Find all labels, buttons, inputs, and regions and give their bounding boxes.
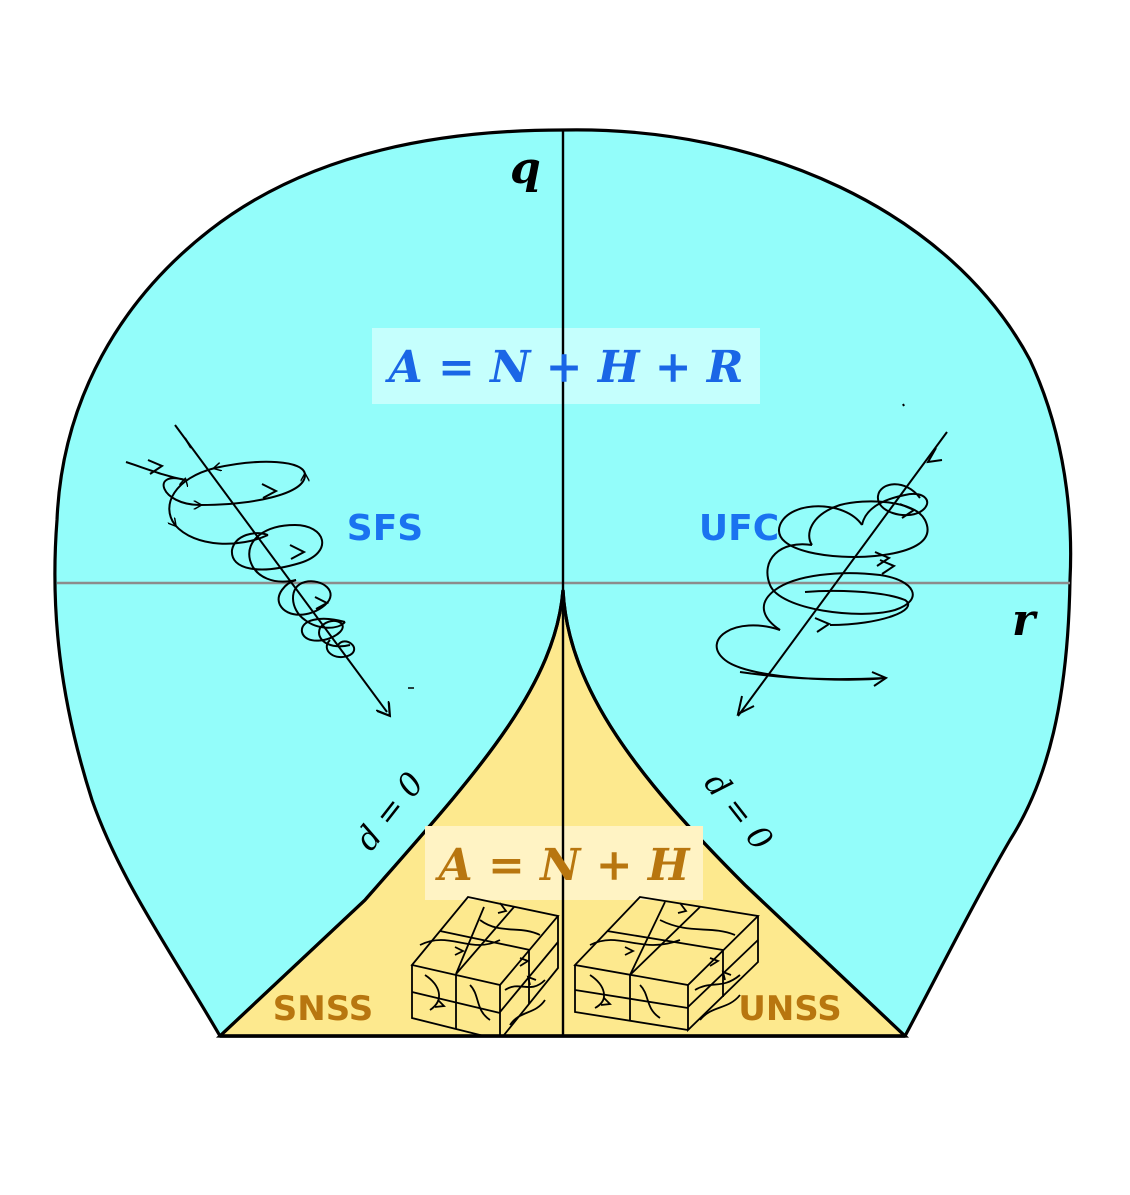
q-axis-label: q: [510, 143, 541, 194]
inner-formula: A = N + H: [435, 840, 691, 891]
unss-label: UNSS: [738, 989, 842, 1029]
sfs-label: SFS: [347, 508, 423, 549]
left-cube-icon: [410, 896, 560, 1036]
right-cube-icon: [573, 896, 760, 1033]
ufc-label: UFC: [699, 508, 779, 549]
left-orbit-icon: [125, 424, 387, 712]
cusp-boundary: [218, 589, 907, 1038]
snss-label: SNSS: [273, 989, 373, 1029]
outer-formula: A = N + H + R: [384, 342, 743, 393]
r-axis-label: r: [1012, 595, 1038, 646]
outer-formula-box: [372, 328, 760, 404]
right-orbit-icon: [715, 431, 948, 717]
